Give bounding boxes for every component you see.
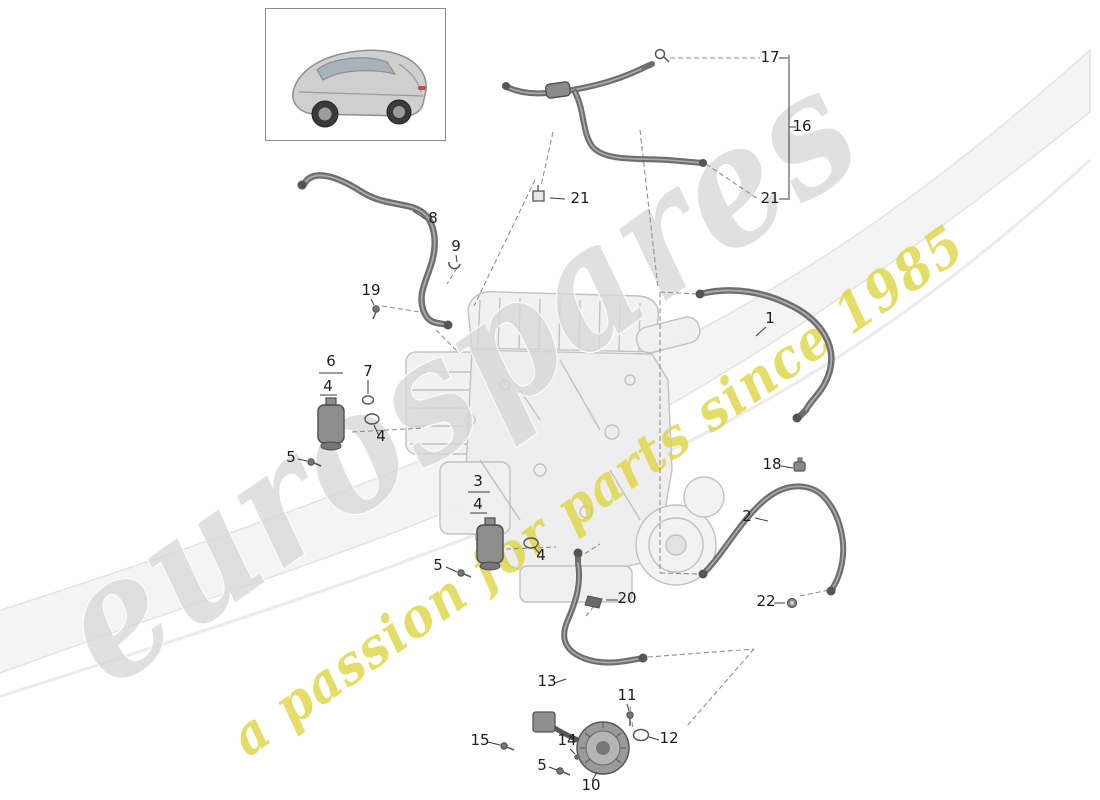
seal-ring-icon-4b [523, 537, 539, 549]
callout-5-center: 5 [433, 556, 443, 574]
callout-21-right: 21 [760, 189, 779, 207]
hose-13 [561, 548, 648, 666]
seal-ring-icon-4a [364, 413, 380, 425]
bolt-icon-5a [307, 458, 322, 467]
callout-4-under-6: 4 [323, 377, 333, 395]
callout-13: 13 [537, 672, 556, 690]
taillight [418, 86, 426, 90]
seal-ring-icon-7 [361, 395, 375, 405]
callout-21-left: 21 [570, 189, 589, 207]
vehicle-thumbnail [265, 8, 446, 141]
oil-separator-valve-6 [317, 397, 345, 451]
callout-labels: 1 2 3 4 4 4 4 5 5 5 6 7 8 9 10 11 12 13 … [286, 48, 811, 794]
seal-ring-icon-12 [632, 728, 650, 742]
callout-18: 18 [762, 455, 781, 473]
callout-9: 9 [451, 237, 461, 255]
watermark: eurospares a passion for parts since 198… [20, 29, 976, 769]
callout-22: 22 [756, 592, 775, 610]
callout-15: 15 [470, 731, 489, 749]
clip-icon-9 [448, 261, 461, 270]
bracket-icon-20 [584, 595, 603, 609]
grommet-icon-22 [786, 597, 798, 609]
cap-icon-18 [793, 457, 806, 472]
car-icon [292, 49, 427, 128]
clamp-icon-17 [654, 48, 670, 63]
bolt-icon-19 [372, 305, 380, 320]
hose-1 [695, 287, 835, 423]
oil-separator-valve-3 [476, 517, 504, 571]
valve-icon-21 [532, 185, 545, 202]
small-parts [307, 48, 806, 776]
callout-7: 7 [363, 362, 373, 380]
hose-16-assembly [502, 61, 707, 167]
callout-2: 2 [742, 507, 752, 525]
callout-4-seal-6: 4 [376, 427, 386, 445]
hose-8 [297, 172, 453, 330]
callout-5-left: 5 [286, 448, 296, 466]
callout-4-under-3: 4 [473, 495, 483, 513]
callout-10: 10 [581, 776, 600, 794]
callout-11: 11 [617, 686, 636, 704]
callout-ticks [297, 55, 796, 782]
bolt-icon-11 [626, 711, 634, 726]
callout-17: 17 [760, 48, 779, 66]
callout-12: 12 [659, 729, 678, 747]
callout-1: 1 [765, 309, 775, 327]
engine-drawing [405, 290, 725, 603]
pump-10 [532, 711, 630, 775]
callout-3: 3 [473, 472, 483, 490]
hose-2 [698, 483, 847, 596]
callout-14: 14 [557, 731, 576, 749]
callout-20: 20 [617, 589, 636, 607]
callout-19: 19 [361, 281, 380, 299]
hoses [297, 61, 847, 666]
callout-5-bottom: 5 [537, 756, 547, 774]
bolt-icon-5c [556, 767, 571, 776]
stud-icon-14 [574, 754, 580, 760]
callout-6: 6 [326, 352, 336, 370]
callout-4-seal-3: 4 [536, 546, 546, 564]
bolt-icon-5b [457, 569, 472, 578]
bolt-icon-15 [500, 742, 515, 751]
callout-8: 8 [428, 209, 438, 227]
callout-16: 16 [792, 117, 811, 135]
